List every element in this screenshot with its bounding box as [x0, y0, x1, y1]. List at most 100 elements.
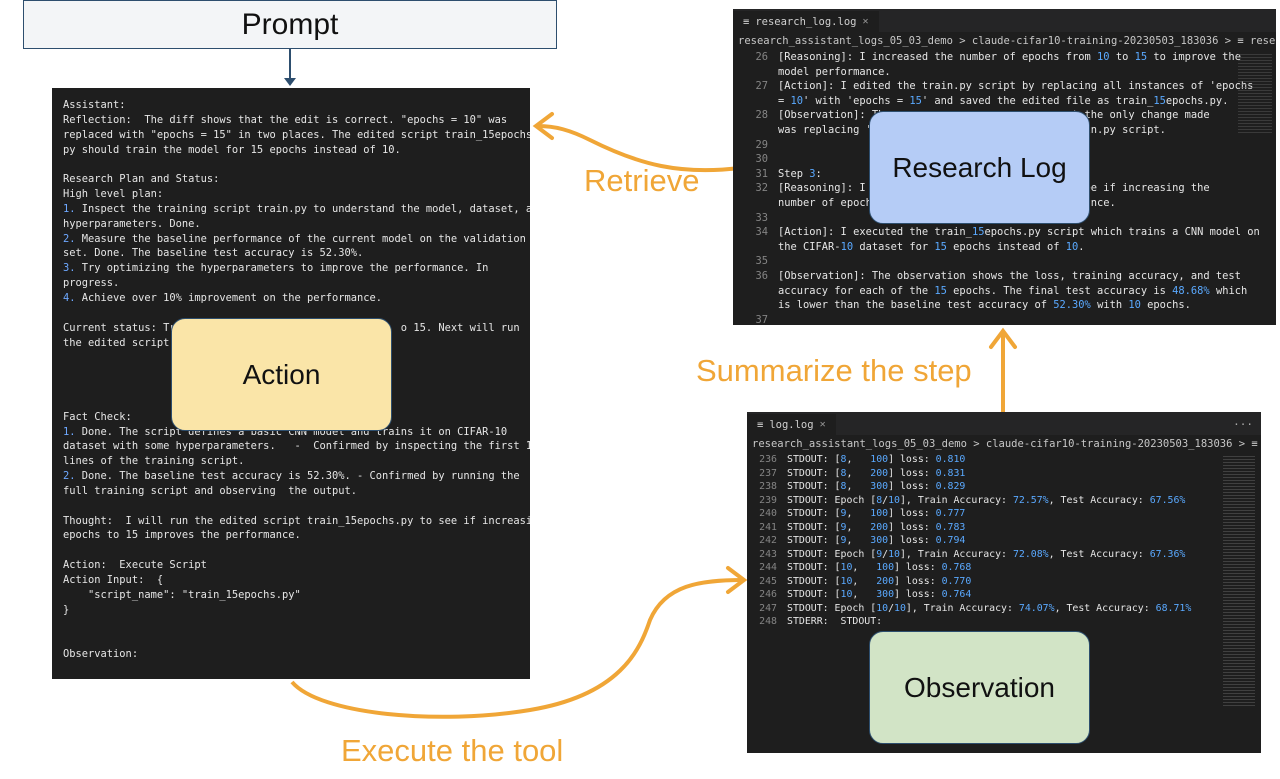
line-number — [733, 284, 778, 299]
line-number — [733, 196, 778, 211]
assistant-log-line: set. Done. The baseline test accuracy is… — [63, 247, 364, 260]
log-line: 237 STDOUT: [8, 200] loss: 0.831 — [747, 467, 1261, 481]
line-text: STDOUT: Epoch [8/10], Train Accuracy: 72… — [787, 494, 1186, 506]
execute-label: Execute the tool — [341, 733, 564, 768]
assistant-log-line: 1. Inspect the training script train.py … — [63, 202, 530, 215]
close-icon[interactable]: ✕ — [819, 419, 826, 430]
line-text: STDOUT: Epoch [9/10], Train Accuracy: 72… — [787, 548, 1186, 560]
line-number: 238 — [759, 481, 777, 492]
research-log-line: 30 — [733, 152, 1276, 167]
observation-box: Observation — [869, 631, 1090, 744]
assistant-log-line: } — [63, 603, 70, 616]
line-text: STDERR: STDOUT: — [787, 616, 883, 627]
assistant-log-line: "script_name": "train_15epochs.py" — [63, 588, 301, 601]
log-tab-label: log.log — [769, 418, 814, 431]
line-number: 240 — [759, 508, 777, 519]
assistant-log-line: hyperparameters. Done. — [63, 217, 201, 230]
line-number: 27 — [755, 80, 768, 93]
list-number: 2. — [63, 232, 76, 245]
line-number: 246 — [759, 589, 777, 600]
line-text: STDOUT: [10, 300] loss: 0.764 — [787, 589, 972, 600]
assistant-log-line: replaced with "epochs = 15" in two place… — [63, 128, 530, 141]
research-log-line: is lower than the baseline test accuracy… — [733, 298, 1276, 313]
assistant-log-line: 4. Achieve over 10% improvement on the p… — [63, 291, 383, 304]
assistant-output-text: Assistant: Reflection: The diff shows th… — [52, 88, 530, 662]
line-number — [733, 298, 778, 313]
retrieve-arrowhead — [532, 112, 554, 140]
line-number: 244 — [759, 562, 777, 573]
assistant-log-line: 3. Try optimizing the hyperparameters to… — [63, 262, 489, 275]
assistant-log-line: Action: Execute Script — [63, 559, 207, 572]
assistant-log-line: High level plan: — [63, 188, 164, 201]
action-box: Action — [171, 318, 392, 431]
line-number: 237 — [759, 467, 777, 479]
list-number: 3. — [63, 262, 76, 275]
line-number: 31 — [755, 167, 768, 180]
assistant-output-panel: Assistant: Reflection: The diff shows th… — [52, 88, 530, 679]
minimap[interactable] — [1238, 54, 1272, 134]
research-log-box: Research Log — [869, 111, 1090, 224]
log-line: 238 STDOUT: [8, 300] loss: 0.829 — [747, 480, 1261, 494]
assistant-log-line: Research Plan and Status: — [63, 173, 220, 186]
breadcrumb[interactable]: research_assistant_logs_05_03_demo > cla… — [738, 35, 1276, 47]
more-actions-icon[interactable]: ··· — [1233, 418, 1253, 431]
research-log-line: 26[Reasoning]: I increased the number of… — [733, 50, 1276, 65]
breadcrumb[interactable]: research_assistant_logs_05_03_demo > cla… — [752, 438, 1261, 450]
execute-arrow — [290, 578, 744, 719]
line-number: 248 — [759, 616, 777, 627]
research-log-line: = 10' with 'epochs = 15' and saved the e… — [733, 94, 1276, 109]
log-line: 248 STDERR: STDOUT: — [747, 615, 1261, 629]
line-text: STDOUT: [8, 300] loss: 0.829 — [787, 481, 966, 492]
line-number: 29 — [755, 138, 768, 151]
assistant-log-line: lines of the training script. — [63, 455, 245, 468]
assistant-log-line: full training script and observing the o… — [63, 484, 358, 497]
log-tab[interactable]: ≡ log.log ✕ — [747, 414, 836, 435]
line-number: 35 — [755, 255, 768, 268]
list-number: 1. — [63, 425, 76, 438]
line-number — [733, 123, 778, 138]
line-number: 30 — [755, 153, 768, 166]
log-line: 244 STDOUT: [10, 100] loss: 0.768 — [747, 561, 1261, 575]
research-log-line: accuracy for each of the 15 epochs. The … — [733, 284, 1276, 299]
line-text: accuracy for each of the 15 epochs. The … — [778, 284, 1248, 297]
minimap[interactable] — [1223, 456, 1255, 706]
assistant-log-line: dataset with some hyperparameters. - Con… — [63, 440, 530, 453]
line-text: = 10' with 'epochs = 15' and saved the e… — [778, 94, 1229, 107]
line-number: 26 — [755, 51, 768, 63]
file-icon: ≡ — [757, 418, 764, 431]
log-line: 245 STDOUT: [10, 200] loss: 0.770 — [747, 575, 1261, 589]
line-text: STDOUT: [9, 200] loss: 0.783 — [787, 521, 966, 533]
research-log-line: 34[Action]: I executed the train_15epoch… — [733, 225, 1276, 240]
line-number: 239 — [759, 494, 777, 506]
log-tabbar: ≡ log.log ✕ — [747, 412, 1261, 435]
line-number: 36 — [755, 269, 768, 282]
research-log-line: 35 — [733, 254, 1276, 269]
log-line: 243 STDOUT: Epoch [9/10], Train Accuracy:… — [747, 548, 1261, 562]
research-log-tab[interactable]: ≡ research_log.log ✕ — [733, 11, 879, 32]
line-text: [Observation]: The observation shows the… — [778, 269, 1241, 282]
line-number: 245 — [759, 575, 777, 587]
line-text: model performance. — [778, 65, 891, 78]
line-number: 33 — [755, 211, 768, 224]
log-line: 241 STDOUT: [9, 200] loss: 0.783 — [747, 521, 1261, 535]
line-text: STDOUT: [10, 200] loss: 0.770 — [787, 575, 972, 587]
summarize-label: Summarize the step — [696, 353, 972, 388]
assistant-log-line: Current status: Tr o 15. Next will run — [63, 321, 520, 334]
assistant-log-line: 1. Done. The script defines a basic CNN … — [63, 425, 508, 438]
line-text: STDOUT: [8, 200] loss: 0.831 — [787, 467, 966, 479]
line-number: 236 — [759, 454, 777, 465]
research-log-line: 37 — [733, 313, 1276, 325]
line-number: 243 — [759, 548, 777, 560]
line-number: 241 — [759, 521, 777, 533]
assistant-log-line: the edited script — [63, 336, 170, 349]
assistant-log-line: Assistant: — [63, 99, 126, 111]
assistant-log-line: Observation: — [63, 648, 139, 661]
list-number: 2. — [63, 470, 76, 483]
line-text: STDOUT: [10, 100] loss: 0.768 — [787, 562, 972, 573]
close-icon[interactable]: ✕ — [862, 16, 869, 27]
research-log-line: 27[Action]: I edited the train.py script… — [733, 79, 1276, 94]
